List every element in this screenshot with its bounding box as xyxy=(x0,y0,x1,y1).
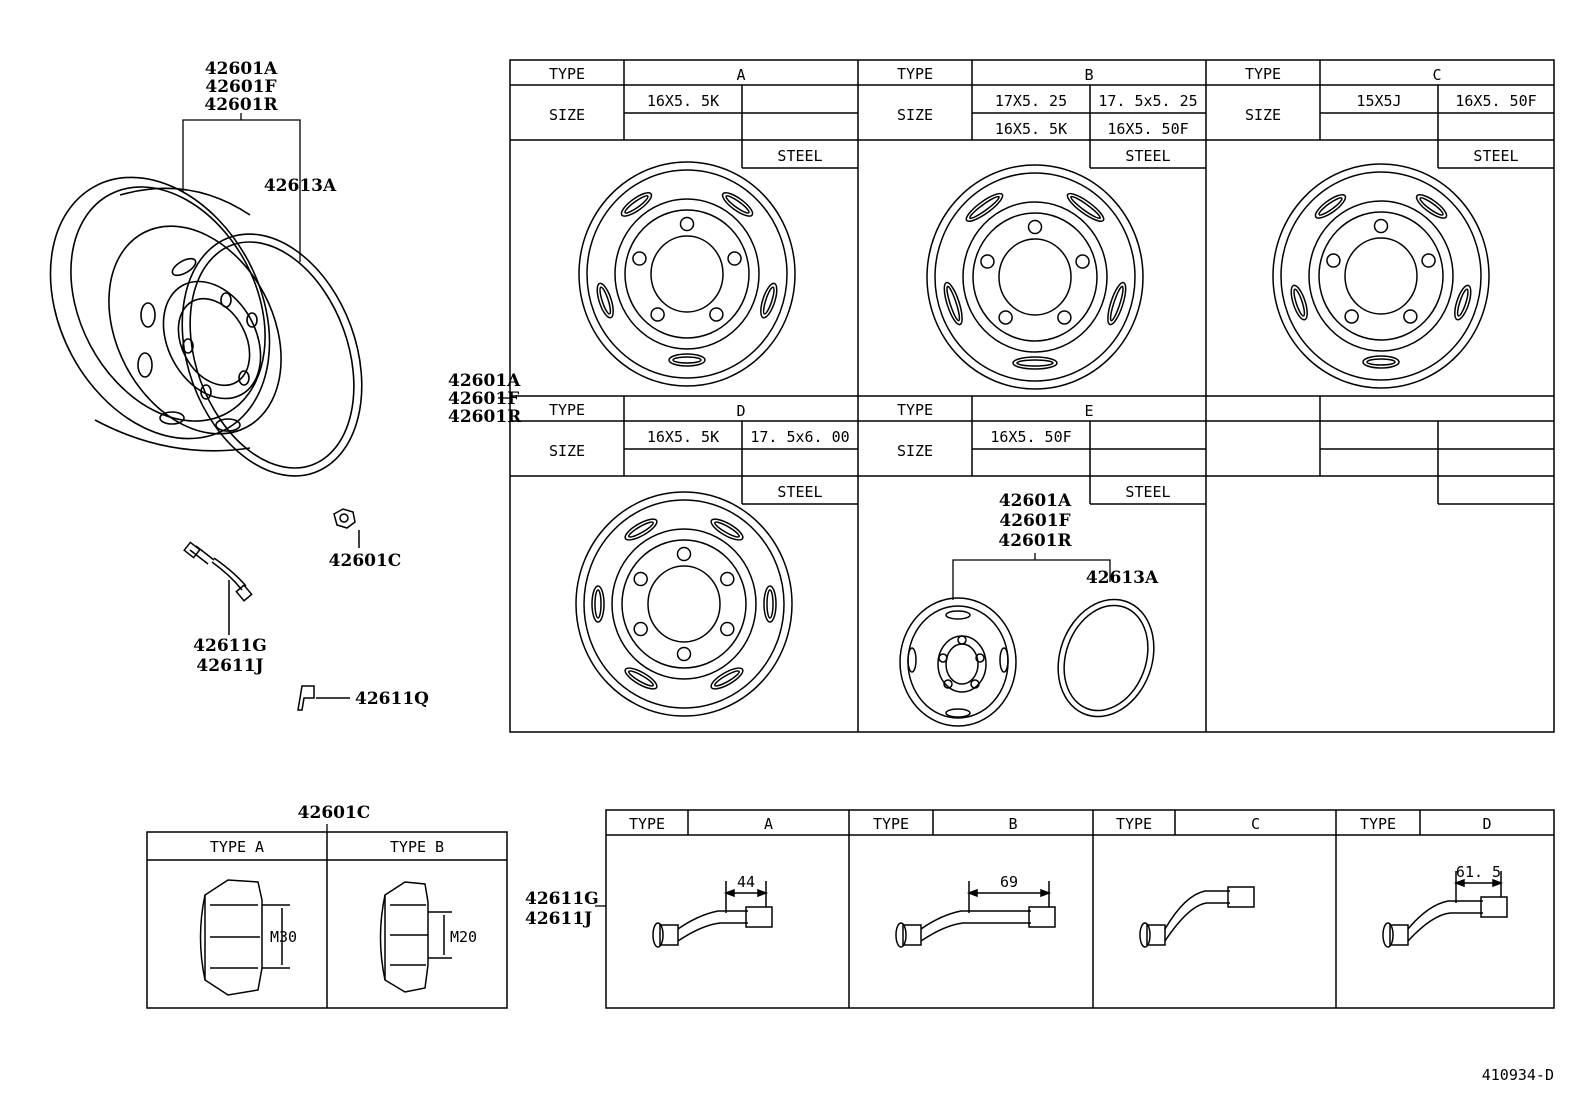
main-part-label-2: 42601F xyxy=(205,77,276,97)
valve-table-part-2: 42611J xyxy=(525,909,592,929)
wheel-front-view xyxy=(1272,163,1490,389)
nut-table-part: 42601C xyxy=(298,803,371,823)
size-value: 16X5. 5K xyxy=(995,120,1067,138)
type-e-label-2: 42601F xyxy=(999,511,1070,531)
valve-type-d: D xyxy=(1482,815,1491,833)
wheel-cells: TYPE SIZE A 16X5. 5K STEEL TYPE SIZE B 17X5. 25 1… xyxy=(510,60,1554,717)
size-header-label: SIZE xyxy=(897,442,933,460)
type-e-ring-label: 42613A xyxy=(1086,568,1159,588)
wheel-front-view xyxy=(578,161,796,387)
type-a-name: A xyxy=(736,66,745,84)
type-header-label: TYPE xyxy=(897,401,933,419)
valve-stem-icon xyxy=(895,881,1056,948)
type-d-name: D xyxy=(736,402,745,420)
valve-type-header: TYPE xyxy=(629,815,665,833)
nut-type-b-header: TYPE B xyxy=(390,838,444,856)
clip-icon xyxy=(297,685,350,711)
rim-ring-label: 42613A xyxy=(264,176,337,196)
valve-type-header: TYPE xyxy=(1360,815,1396,833)
wheel-front-view xyxy=(575,491,793,717)
table-side-label-3: 42601R xyxy=(448,407,522,427)
size-value: 17. 5x5. 25 xyxy=(1098,92,1197,110)
material-label: STEEL xyxy=(1125,483,1170,501)
valve-cells: TYPE A 44 TYPE B 69 TYPE C TYPE D 61. 5 xyxy=(629,815,1508,948)
valve-icon xyxy=(183,541,253,635)
material-label: STEEL xyxy=(1125,147,1170,165)
valve-label-1: 42611G xyxy=(193,636,267,656)
type-header-label: TYPE xyxy=(549,65,585,83)
type-header-label: TYPE xyxy=(897,65,933,83)
valve-stem-icon xyxy=(652,881,773,948)
type-e-label-1: 42601A xyxy=(999,491,1072,511)
valve-length-label: 61. 5 xyxy=(1456,863,1501,881)
type-header-label: TYPE xyxy=(549,401,585,419)
type-e-label-3: 42601R xyxy=(998,531,1072,551)
size-header-label: SIZE xyxy=(1245,106,1281,124)
size-value: 16X5. 50F xyxy=(990,428,1071,446)
size-value: 15X5J xyxy=(1356,92,1401,110)
size-header-label: SIZE xyxy=(549,106,585,124)
valve-type-a: A xyxy=(764,815,773,833)
valve-type-header: TYPE xyxy=(873,815,909,833)
valve-label-2: 42611J xyxy=(196,656,263,676)
valve-type-header: TYPE xyxy=(1116,815,1152,833)
valve-length-label: 44 xyxy=(737,873,755,891)
nut-b-thread: M20 xyxy=(450,928,477,946)
valve-stem-icon xyxy=(1139,886,1255,948)
nut-icon xyxy=(333,508,360,548)
valve-length-label: 69 xyxy=(1000,873,1018,891)
valve-table-part-1: 42611G xyxy=(525,889,599,909)
main-part-label-3: 42601R xyxy=(204,95,278,115)
nut-a-thread: M30 xyxy=(270,928,297,946)
clip-label: 42611Q xyxy=(355,689,429,709)
main-part-label-1: 42601A xyxy=(205,59,278,79)
size-header-label: SIZE xyxy=(897,106,933,124)
valve-stem-icon xyxy=(1382,871,1508,948)
material-label: STEEL xyxy=(777,147,822,165)
material-label: STEEL xyxy=(777,483,822,501)
type-header-label: TYPE xyxy=(1245,65,1281,83)
type-e-name: E xyxy=(1084,402,1093,420)
table-side-label-2: 42601F xyxy=(448,389,519,409)
main-wheel-illustration xyxy=(49,113,363,477)
valve-type-b: B xyxy=(1008,815,1017,833)
size-value: 17. 5x6. 00 xyxy=(750,428,849,446)
size-value: 17X5. 25 xyxy=(995,92,1067,110)
diagram-code: 410934-D xyxy=(1482,1066,1554,1084)
valve-type-c: C xyxy=(1251,815,1260,833)
size-value: 16X5. 50F xyxy=(1455,92,1536,110)
type-c-name: C xyxy=(1432,66,1441,84)
material-label: STEEL xyxy=(1473,147,1518,165)
type-b-name: B xyxy=(1084,66,1093,84)
wheel-type-table xyxy=(509,59,1555,733)
size-value: 16X5. 5K xyxy=(647,92,719,110)
nut-type-table xyxy=(146,824,508,1009)
size-value: 16X5. 5K xyxy=(647,428,719,446)
nut-type-a-header: TYPE A xyxy=(210,838,264,856)
size-header-label: SIZE xyxy=(549,442,585,460)
table-side-label-1: 42601A xyxy=(448,371,521,391)
valve-type-table xyxy=(595,809,1555,1009)
type-e-exploded xyxy=(899,553,1155,727)
wheel-front-view xyxy=(926,164,1144,390)
nut-label: 42601C xyxy=(329,551,402,571)
size-value: 16X5. 50F xyxy=(1107,120,1188,138)
